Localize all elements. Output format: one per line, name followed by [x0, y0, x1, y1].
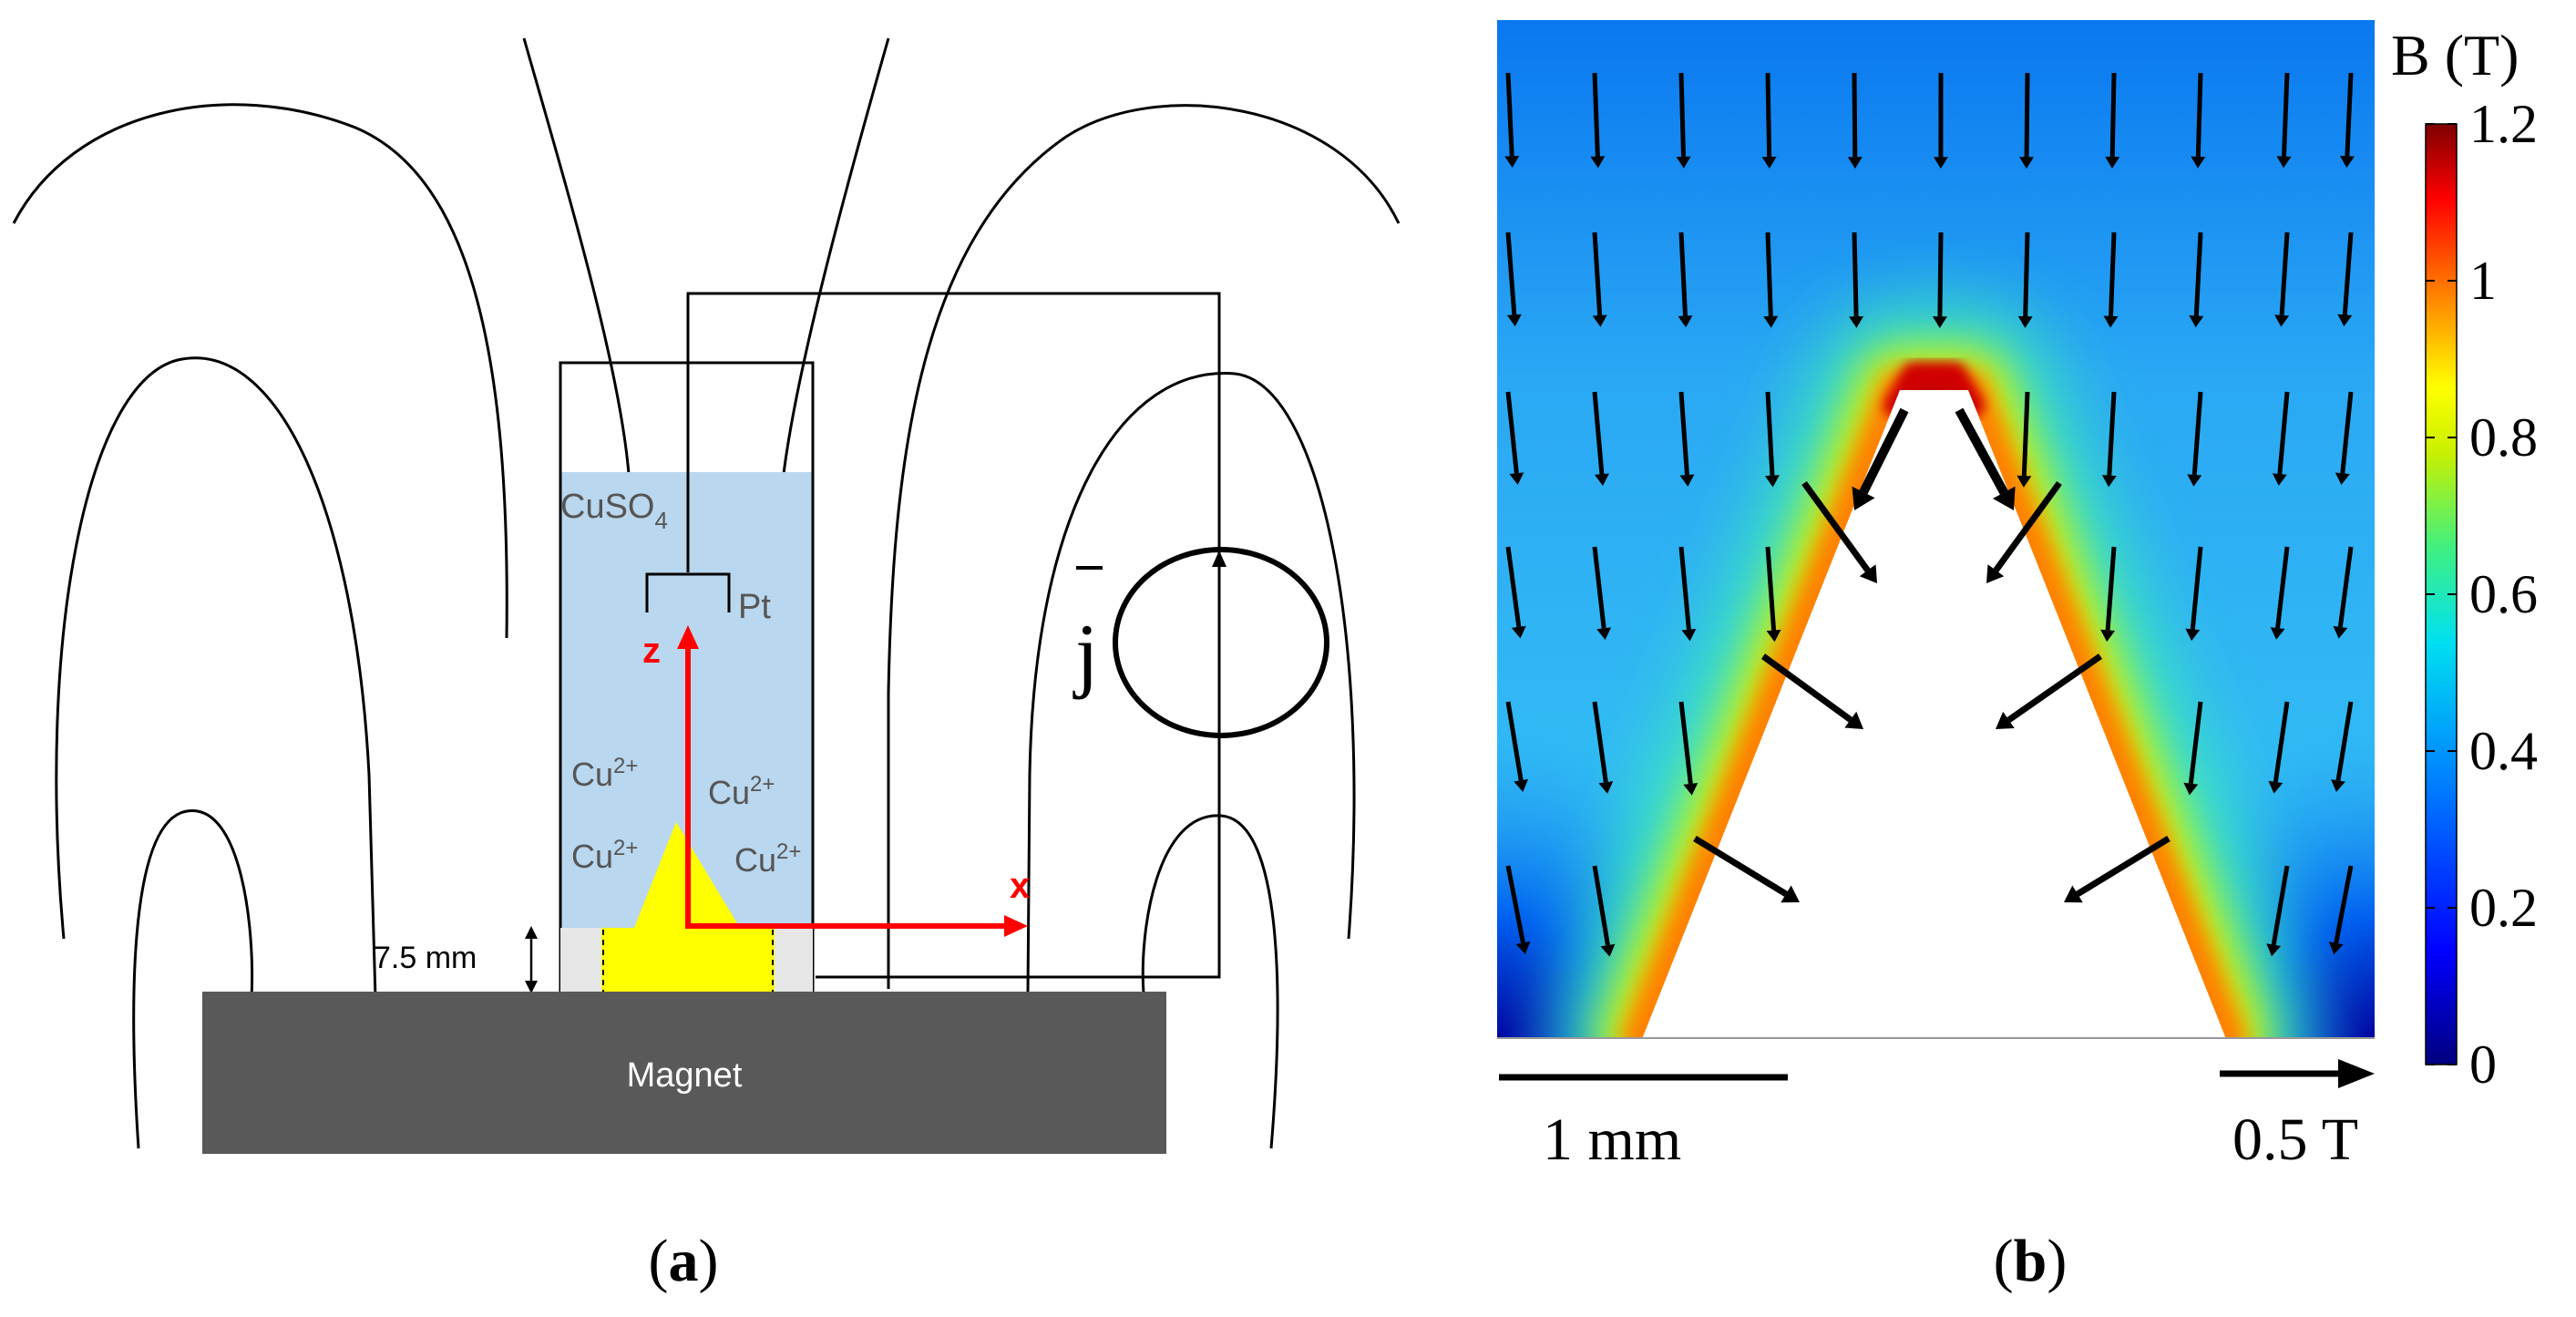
- field-arrow: [2110, 232, 2114, 316]
- field-arrow: [1940, 232, 1941, 316]
- field-arrow: [1768, 232, 1770, 316]
- height-dimension-arrow: [525, 981, 538, 993]
- field-arrow: [1854, 232, 1856, 316]
- colorbar-tick-label: 0.6: [2469, 564, 2538, 624]
- field-line: [14, 105, 507, 638]
- field-line: [524, 38, 629, 474]
- colorbar-tick-label: 0: [2469, 1034, 2497, 1095]
- colorbar-tick-label: 0.8: [2469, 407, 2538, 468]
- colorbar-tick-label: 1.2: [2469, 94, 2538, 154]
- field-arrow: [1595, 73, 1597, 157]
- field-arrow: [2198, 73, 2201, 157]
- z-axis-label: z: [642, 631, 661, 671]
- current-label: j: [1072, 607, 1099, 700]
- current-arrowhead: [1212, 550, 1226, 567]
- colorbar-tick-label: 0.4: [2469, 721, 2538, 781]
- field-arrow: [2026, 232, 2027, 316]
- length-scale-label: 1 mm: [1543, 1106, 1681, 1173]
- field-arrow: [1768, 73, 1770, 157]
- caption-a: (a): [649, 1228, 719, 1294]
- sample-base: [601, 928, 775, 992]
- height-dimension-arrow: [525, 926, 538, 939]
- field-scale-label: 0.5 T: [2232, 1106, 2358, 1173]
- electrode-label: Pt: [738, 588, 771, 626]
- colorbar-title: B (T): [2391, 23, 2519, 87]
- x-axis-label: x: [1010, 866, 1030, 906]
- panel-a: j z x CuSO4 Pt Cu2+ Cu2+ Cu2+ Cu2+ 7.5 m…: [14, 38, 1399, 1294]
- x-axis-arrowhead: [1004, 915, 1028, 937]
- field-map: [1497, 20, 2375, 1041]
- magnet-label: Magnet: [627, 1056, 743, 1095]
- current-loop: [1115, 550, 1327, 736]
- field-line: [784, 38, 888, 474]
- field-arrow: [1681, 73, 1684, 157]
- colorbar-tick-label: 1: [2469, 251, 2497, 311]
- colorbar-tick-label: 0.2: [2469, 878, 2538, 938]
- field-line: [56, 358, 375, 998]
- height-label: 7.5 mm: [374, 941, 477, 975]
- caption-b: (b): [1994, 1228, 2068, 1294]
- field-arrow: [1854, 73, 1855, 157]
- panel-b: 1.2 1 0.8 0.6 0.4 0.2 0 B (T) 1 mm 0.5 T (b): [1497, 20, 2538, 1294]
- field-line: [888, 106, 1399, 989]
- field-scale-arrowhead: [2338, 1059, 2375, 1088]
- field-arrow: [2284, 73, 2287, 157]
- return-wire: [816, 747, 1219, 977]
- field-arrow: [2112, 73, 2114, 157]
